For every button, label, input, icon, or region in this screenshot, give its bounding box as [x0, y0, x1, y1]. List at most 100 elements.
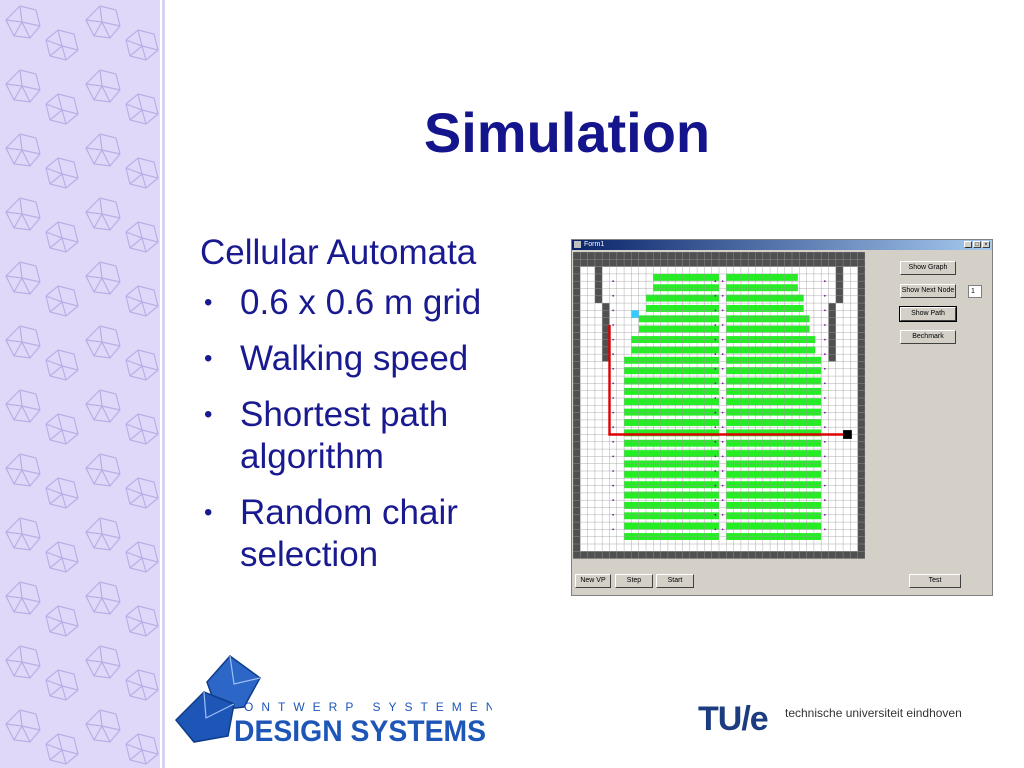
- aisle-node: [714, 411, 717, 414]
- chair-row-right: [726, 398, 822, 406]
- show-graph-button[interactable]: Show Graph: [900, 261, 956, 275]
- aisle-node: [721, 470, 724, 472]
- aisle-node: [823, 353, 826, 356]
- chair-row-left: [624, 512, 719, 520]
- chair-row-right: [726, 304, 804, 312]
- simulation-grid[interactable]: [573, 252, 865, 560]
- aisle-node: [721, 367, 724, 370]
- step-button[interactable]: Step: [615, 574, 653, 588]
- aisle-node: [823, 499, 826, 502]
- bullet-grid: 0.6 x 0.6 m grid: [200, 282, 540, 324]
- window-title: Form1: [584, 241, 605, 248]
- chair-row-left: [624, 450, 719, 458]
- aisle-node: [612, 470, 615, 472]
- crystal-pattern: [0, 0, 160, 768]
- chair-row-left: [624, 439, 719, 447]
- aisle-node: [823, 397, 826, 399]
- new-vp-button[interactable]: New VP: [575, 574, 611, 588]
- chair-row-right: [726, 315, 810, 323]
- aisle-node: [714, 528, 717, 531]
- aisle-node: [823, 426, 826, 429]
- aisle-node: [721, 426, 724, 429]
- aisle-node: [721, 324, 724, 326]
- aisle-node: [823, 513, 826, 516]
- aisle-node: [714, 309, 717, 312]
- chair-row-right: [726, 408, 822, 416]
- aisle-node: [714, 513, 717, 516]
- minimize-button[interactable]: _: [964, 241, 972, 248]
- tue-logo-mark: TU/e: [698, 700, 769, 738]
- aisle-node: [714, 353, 717, 356]
- aisle-node: [612, 440, 615, 443]
- chair-row-right: [726, 439, 822, 447]
- chair-row-right: [726, 491, 822, 499]
- aisle-node: [823, 294, 826, 297]
- aisle-node: [721, 280, 724, 283]
- body-heading: Cellular Automata: [200, 233, 477, 272]
- aisle-node: [721, 353, 724, 356]
- tue-wordmark: technische universiteit eindhoven: [785, 706, 962, 720]
- aisle-node: [721, 513, 724, 516]
- aisle-node: [612, 324, 615, 326]
- aisle-node: [714, 382, 717, 385]
- aisle-node: [612, 353, 615, 356]
- test-button[interactable]: Test: [909, 574, 961, 588]
- chair-row-right: [726, 284, 798, 292]
- window-titlebar[interactable]: Form1 _ □ ×: [572, 240, 992, 250]
- aisle-node: [823, 440, 826, 443]
- aisle-node: [721, 411, 724, 414]
- chair-row-left: [624, 522, 719, 530]
- start-button[interactable]: Start: [656, 574, 694, 588]
- chair-row-right: [726, 377, 822, 385]
- chair-row-right: [726, 512, 822, 520]
- aisle-node: [714, 324, 717, 326]
- aisle-node: [714, 397, 717, 399]
- design-systems-crystal-icon: ONTWERP SYSTEMEN DESIGN SYSTEMS: [174, 654, 494, 748]
- inner-wall-left: [594, 266, 603, 304]
- aisle-node: [823, 324, 826, 326]
- bullet-list: 0.6 x 0.6 m grid Walking speed Shortest …: [200, 282, 540, 576]
- chair-row-right: [726, 450, 822, 458]
- aisle-node: [721, 382, 724, 385]
- chair-row-right: [726, 325, 810, 333]
- aisle-node: [721, 397, 724, 399]
- chair-row-right: [726, 501, 822, 509]
- chair-row-left: [624, 460, 719, 468]
- chair-row-left: [624, 501, 719, 509]
- aisle-node: [823, 338, 826, 341]
- aisle-node: [721, 528, 724, 531]
- next-node-input[interactable]: 1: [968, 285, 982, 298]
- chair-row-right: [726, 273, 798, 281]
- bullet-shortest-path: Shortest path algorithm: [200, 394, 540, 478]
- aisle-node: [714, 367, 717, 370]
- aisle-node: [714, 440, 717, 443]
- show-next-node-button[interactable]: Show Next Node: [900, 284, 956, 298]
- chair-row-right: [726, 481, 822, 489]
- chair-row-left: [624, 408, 719, 416]
- chair-row-left: [653, 284, 719, 292]
- chair-row-left: [624, 491, 719, 499]
- app-icon: [574, 241, 581, 248]
- chair-row-left: [624, 470, 719, 478]
- chair-row-left: [624, 377, 719, 385]
- chair-row-left: [624, 429, 719, 437]
- aisle-node: [823, 455, 826, 458]
- aisle-node: [721, 455, 724, 458]
- aisle-node: [714, 499, 717, 502]
- aisle-node: [612, 309, 615, 312]
- aisle-node: [721, 338, 724, 341]
- bechmark-button[interactable]: Bechmark: [900, 330, 956, 344]
- aisle-node: [823, 528, 826, 531]
- chair-row-right: [726, 470, 822, 478]
- aisle-node: [612, 294, 615, 297]
- ds-tagline: ONTWERP SYSTEMEN: [244, 700, 492, 714]
- aisle-node: [612, 397, 615, 399]
- show-path-button[interactable]: Show Path: [899, 306, 957, 322]
- slide-title: Simulation: [423, 101, 711, 164]
- close-button[interactable]: ×: [982, 241, 990, 248]
- maximize-button[interactable]: □: [973, 241, 981, 248]
- aisle-node: [721, 309, 724, 312]
- bullet-random-chair: Random chair selection: [200, 492, 540, 576]
- aisle-node: [714, 455, 717, 458]
- aisle-node: [823, 280, 826, 283]
